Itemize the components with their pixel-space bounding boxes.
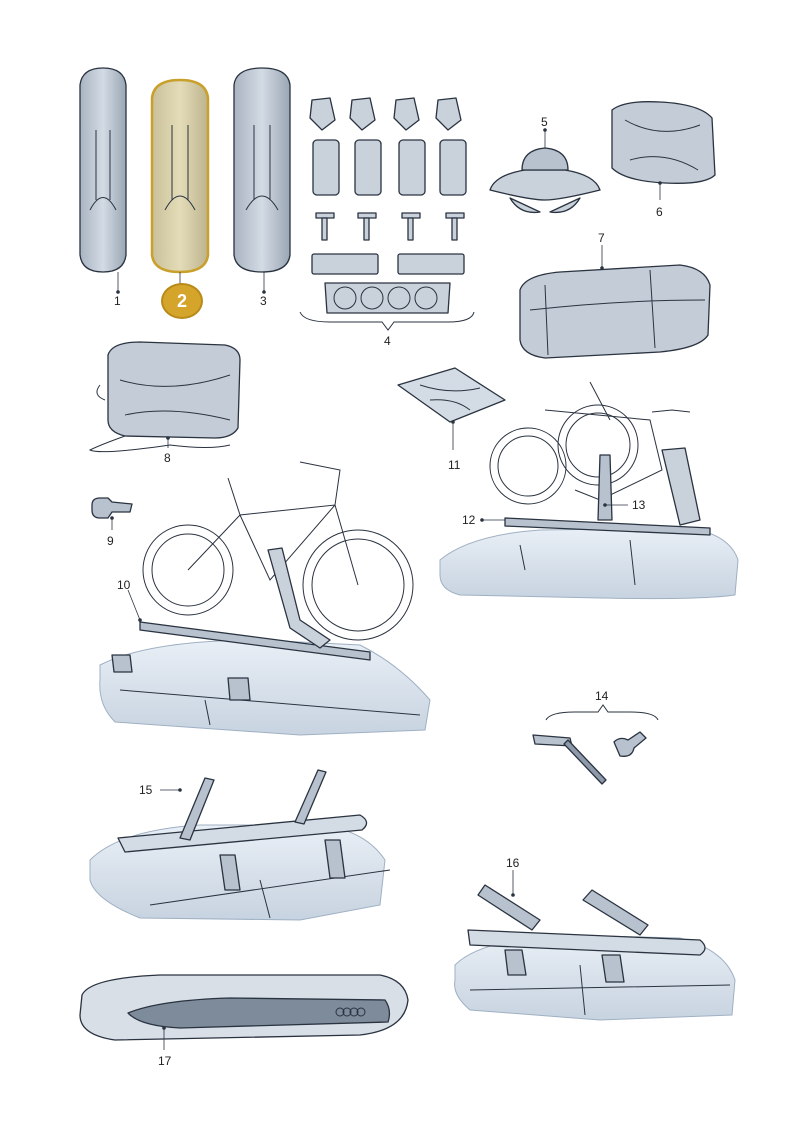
storage-bag-6 [611, 101, 716, 200]
label-part-1: 1 [114, 294, 121, 308]
part-5-mount [489, 128, 601, 214]
label-part-6: 6 [656, 205, 663, 219]
cover-11 [397, 367, 506, 450]
label-part-10: 10 [117, 578, 131, 592]
label-part-11: 11 [448, 458, 461, 472]
label-part-5: 5 [541, 115, 548, 129]
label-part-12: 12 [462, 513, 476, 527]
label-part-15: 15 [139, 783, 153, 797]
label-part-3: 3 [260, 294, 267, 308]
label-part-14: 14 [595, 689, 609, 703]
ski-carrier-scene-15 [89, 769, 391, 921]
tool-set-14 [532, 704, 659, 785]
storage-bag-8 [88, 341, 241, 453]
key-9 [91, 497, 133, 530]
label-part-17: 17 [158, 1054, 172, 1068]
label-part-8: 8 [164, 451, 171, 465]
label-part-7: 7 [598, 231, 605, 245]
label-part-16: 16 [506, 856, 520, 870]
storage-bag-7 [519, 245, 711, 359]
roof-box-2-highlighted [150, 78, 210, 285]
label-part-13: 13 [632, 498, 646, 512]
roof-box-3 [233, 67, 291, 294]
bike-carrier-scene-10 [99, 461, 431, 736]
roof-box-1 [79, 67, 127, 294]
mounting-kit-4 [299, 97, 475, 331]
bike-carrier-scene-12-13 [439, 381, 739, 600]
label-part-9: 9 [107, 534, 114, 548]
roof-box-17 [79, 974, 409, 1050]
ski-carrier-scene-16 [454, 870, 736, 1021]
label-part-4: 4 [384, 334, 391, 348]
highlighted-part-badge: 2 [161, 283, 203, 319]
